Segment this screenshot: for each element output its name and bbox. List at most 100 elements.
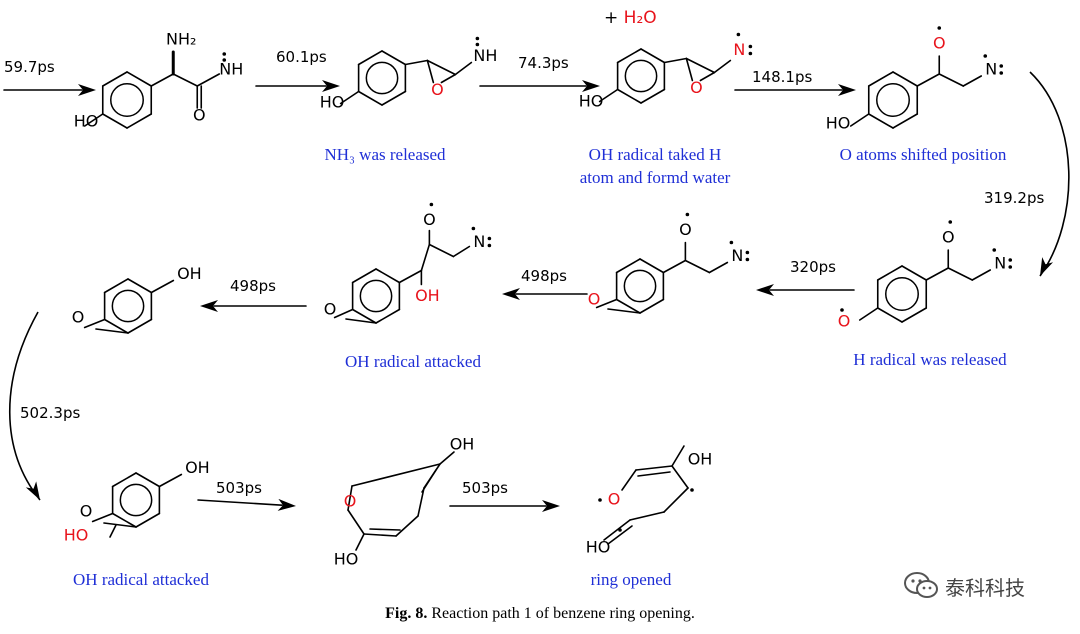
mol5-o: O bbox=[838, 312, 851, 331]
arrow-3-head bbox=[582, 80, 600, 92]
mol9-ho: HO bbox=[64, 526, 89, 545]
mol8-ring-bond bbox=[103, 318, 129, 334]
mol1-c-ca bbox=[150, 73, 175, 87]
water-product: + H₂O bbox=[604, 8, 657, 28]
mol8-ring-bond bbox=[127, 278, 153, 294]
mol8-oh: OH bbox=[177, 264, 202, 283]
mol7-o2: O bbox=[423, 210, 436, 229]
mol2-n-dot1 bbox=[475, 36, 480, 41]
time-label-9: 502.3ps bbox=[20, 404, 81, 422]
mol6-ep2 bbox=[607, 308, 641, 314]
mol2-n-dot2 bbox=[475, 42, 480, 47]
mol10-o: O bbox=[344, 492, 357, 511]
time-label-7: 498ps bbox=[521, 267, 567, 285]
mol2-nh: NH bbox=[473, 46, 497, 65]
mol7-c-co bbox=[420, 243, 431, 272]
mol8-ring-bond bbox=[103, 278, 129, 294]
mol3-c-n bbox=[713, 59, 732, 74]
mol9-ring-aromatic-ring bbox=[119, 483, 153, 517]
mol9-ep1 bbox=[91, 512, 114, 523]
mol5-o-dot bbox=[840, 308, 844, 312]
mol11-b2 bbox=[635, 465, 673, 471]
desc-h-released: H radical was released bbox=[853, 350, 1007, 369]
time-label-4: 148.1ps bbox=[752, 68, 813, 86]
mol10-bond bbox=[347, 485, 353, 511]
mol10-c-oh bbox=[439, 451, 455, 465]
mol11-ho-dot bbox=[618, 528, 622, 532]
mol11-b3 bbox=[671, 465, 689, 489]
mol8-ep1 bbox=[83, 318, 106, 329]
mol2-c-ep bbox=[404, 59, 429, 66]
mol5-o2-dot bbox=[948, 220, 953, 224]
mol11-oh: OH bbox=[688, 450, 713, 469]
mol7-n-dot2 bbox=[487, 236, 492, 241]
time-label-2: 60.1ps bbox=[276, 48, 327, 66]
mol9-o: O bbox=[80, 502, 93, 521]
mol4-c-c2 bbox=[938, 73, 965, 87]
mol3-ep-co1 bbox=[685, 57, 694, 82]
mol4-c-oh bbox=[849, 113, 870, 127]
mol9-c-oh bbox=[158, 473, 183, 488]
mol5-ring-aromatic-ring bbox=[885, 277, 919, 311]
mol2-c-n bbox=[454, 61, 473, 76]
arrow-10-shaft bbox=[197, 499, 283, 506]
mol5-c-c2 bbox=[947, 267, 974, 281]
mol11-c-oh bbox=[671, 445, 685, 467]
mol10-bond bbox=[351, 463, 441, 487]
mol5-n-dot3 bbox=[1008, 265, 1013, 269]
mol4-n-dot1 bbox=[983, 54, 988, 58]
desc-oh-took-h-line2: atom and formd water bbox=[579, 168, 731, 187]
mol5-o2: O bbox=[942, 228, 955, 247]
mol5-c-c bbox=[925, 267, 950, 281]
arrow-8-head bbox=[200, 300, 218, 312]
mol11-c-dot bbox=[690, 488, 694, 492]
mol1-ring-bond bbox=[126, 71, 153, 87]
arrow-6-head bbox=[756, 284, 774, 296]
mol5-n-dot1 bbox=[992, 248, 997, 252]
arrow-11-head bbox=[542, 500, 560, 512]
mol10-ho: HO bbox=[334, 550, 359, 569]
mol10-c-ho bbox=[355, 533, 365, 551]
mol7-o2-dot bbox=[429, 202, 434, 207]
desc-nh3-released: NH₃ was released bbox=[324, 145, 446, 164]
mol1-ring-aromatic-ring bbox=[110, 83, 144, 117]
mol4-n: N bbox=[985, 60, 997, 79]
arrow-4-head bbox=[838, 84, 856, 96]
mol9-oh: OH bbox=[185, 458, 210, 477]
mol4-c-n bbox=[962, 75, 983, 87]
mol4-n-dot3 bbox=[999, 71, 1004, 75]
wechat-icon bbox=[904, 572, 938, 598]
mol3-n-dot1 bbox=[736, 32, 741, 37]
mol6-o2: O bbox=[679, 220, 692, 239]
mol7-o: O bbox=[324, 300, 337, 319]
time-label-8: 498ps bbox=[230, 277, 276, 295]
mol4-ring-bond bbox=[867, 71, 894, 87]
mol3-ho: HO bbox=[579, 92, 604, 111]
mol7-oh: OH bbox=[415, 286, 440, 305]
mol11-b4 bbox=[663, 487, 689, 513]
mol3-n-dot2 bbox=[748, 44, 753, 49]
mol1-o: O bbox=[193, 106, 206, 125]
time-label-11: 503ps bbox=[462, 479, 508, 497]
mol10-bond bbox=[395, 515, 419, 537]
mol3-ep-cc bbox=[685, 57, 716, 74]
mol5-ring-bond bbox=[876, 307, 903, 323]
mol5-ring-bond bbox=[901, 307, 928, 323]
mol2-ep-co2 bbox=[440, 73, 457, 84]
mol3-ring-bond bbox=[640, 88, 666, 104]
arrow-5-shaft bbox=[1029, 71, 1070, 277]
mol5-c-n bbox=[971, 269, 992, 281]
mol3-n: N bbox=[733, 40, 745, 59]
mol3-c-ep bbox=[663, 57, 688, 64]
mol4-ring-aromatic-ring bbox=[876, 83, 910, 117]
time-label-3: 74.3ps bbox=[518, 54, 569, 72]
mol1-c-n bbox=[196, 73, 221, 87]
mol2-ring-bond bbox=[381, 50, 407, 66]
mol11-o-dot bbox=[598, 498, 602, 502]
mol1-c-oh bbox=[83, 113, 104, 127]
mol6-o2-dot bbox=[685, 212, 690, 217]
desc-oh-took-h-line1: OH radical taked H bbox=[588, 145, 722, 164]
mol7-c-c3 bbox=[428, 243, 455, 258]
caption-text: Reaction path 1 of benzene ring opening. bbox=[431, 605, 695, 622]
desc-oh-attacked-1: OH radical attacked bbox=[345, 352, 481, 371]
